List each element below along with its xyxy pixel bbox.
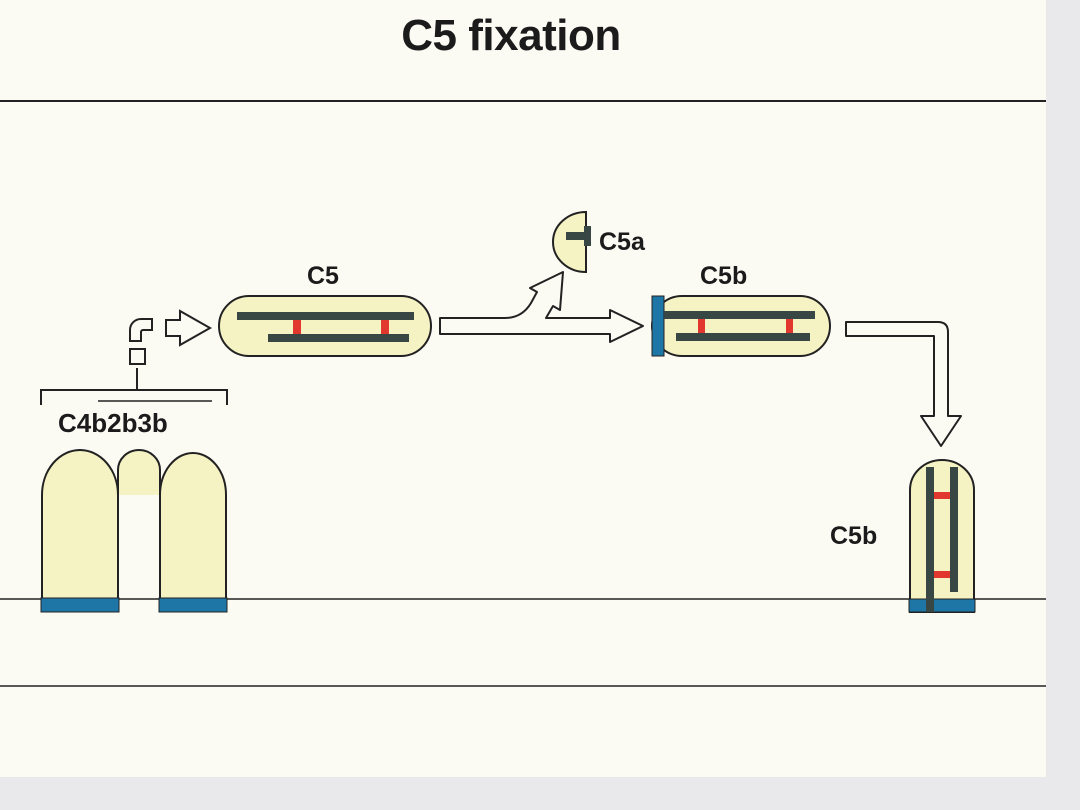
c4-membrane-anchor-left [40, 597, 120, 613]
c5-label: C5 [307, 262, 339, 290]
c4b2b3b-bracket [40, 389, 228, 405]
c5b-label-top: C5b [700, 262, 748, 290]
c5-molecule [218, 295, 432, 357]
c5b-label-bottom: C5b [830, 522, 878, 550]
page-title: C5 fixation [401, 11, 621, 60]
c4-membrane-anchor-right [158, 597, 228, 613]
c4b2b3b-complex [41, 449, 227, 606]
small-square-fragment [129, 348, 146, 365]
small-arrow-into-c5 [165, 309, 213, 347]
diagram-panel: C5 fixation C5 C5a C5b C4b2b3b C5b [0, 0, 1046, 777]
c5a-label: C5a [599, 228, 645, 256]
c5a-fragment [552, 210, 591, 274]
c5b-membrane-bound [908, 459, 976, 613]
insertion-arrow [845, 321, 962, 447]
elbow-fragment [129, 318, 153, 342]
c5-fixation-diagram [0, 100, 1046, 687]
cleavage-arrow [439, 271, 644, 343]
c5b-molecule-top [651, 295, 831, 357]
c4b2b3b-label: C4b2b3b [58, 408, 168, 438]
